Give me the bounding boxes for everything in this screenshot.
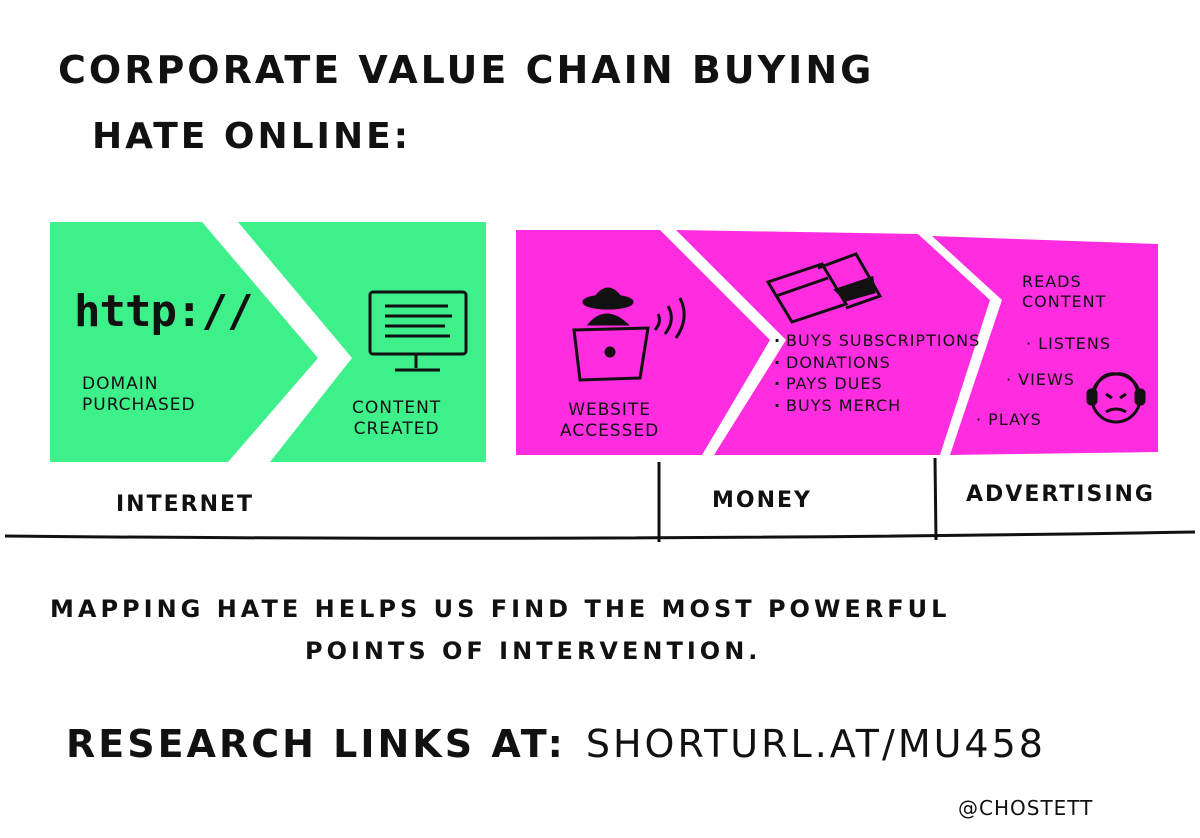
- content-label-line-2: Created: [353, 419, 440, 440]
- ads-item-views: · Views: [1006, 370, 1075, 389]
- website-label-line-2: Accessed: [560, 421, 660, 442]
- title-line-2: Hate online:: [92, 116, 412, 157]
- research-link[interactable]: shorturl.at/mu458: [585, 722, 1046, 766]
- research-links: Research links at: shorturl.at/mu458: [66, 722, 1046, 766]
- money-list: Buys subscriptions Donations Pays dues B…: [774, 330, 980, 417]
- ads-item-text: Plays: [988, 410, 1042, 429]
- research-label: Research links at:: [66, 722, 566, 766]
- headset-person-icon: [1086, 372, 1146, 424]
- website-accessed-label: Website Accessed: [560, 400, 659, 443]
- section-money: Money: [712, 488, 812, 513]
- green-panel-right: [238, 222, 486, 462]
- ads-item-listens: · Listens: [1026, 334, 1111, 353]
- title-line-1: Corporate value chain buying: [58, 48, 875, 92]
- section-internet: Internet: [116, 492, 255, 517]
- magenta-panel-1: [516, 230, 770, 455]
- hacker-laptop-icon: [572, 287, 686, 382]
- domain-purchased-label: Domain Purchased: [82, 374, 196, 417]
- magenta-panel-3: [932, 236, 1158, 455]
- monitor-icon: [368, 290, 468, 372]
- message-line-1: Mapping hate helps us find the most powe…: [50, 595, 951, 623]
- intervention-message: Mapping hate helps us find the most powe…: [50, 588, 950, 672]
- money-item: Pays dues: [774, 373, 980, 395]
- ads-item-text: Listens: [1038, 334, 1111, 353]
- ads-item-text: Views: [1018, 370, 1075, 389]
- money-item: Buys merch: [774, 395, 980, 417]
- author-credit: @chostett: [958, 796, 1094, 820]
- domain-label-line-1: Domain: [82, 374, 159, 394]
- message-line-2: points of intervention.: [305, 637, 762, 665]
- content-label-line-1: Content: [352, 398, 442, 418]
- baseline: [4, 530, 1196, 540]
- ads-item-plays: · Plays: [976, 410, 1042, 429]
- ads-item-reads-content: Reads content: [1022, 272, 1132, 312]
- divider-advertising: [933, 457, 938, 541]
- content-created-label: Content Created: [352, 398, 441, 441]
- green-panel-left: [50, 222, 318, 462]
- money-item: Buys subscriptions: [774, 330, 980, 352]
- domain-label-line-2: Purchased: [82, 395, 196, 416]
- money-item: Donations: [774, 352, 980, 374]
- credit-cards-icon: [765, 252, 883, 324]
- http-icon: http://: [74, 286, 253, 337]
- section-advertising: Advertising: [966, 482, 1155, 507]
- website-label-line-1: Website: [568, 400, 652, 420]
- ads-item-text: Reads content: [1022, 272, 1107, 311]
